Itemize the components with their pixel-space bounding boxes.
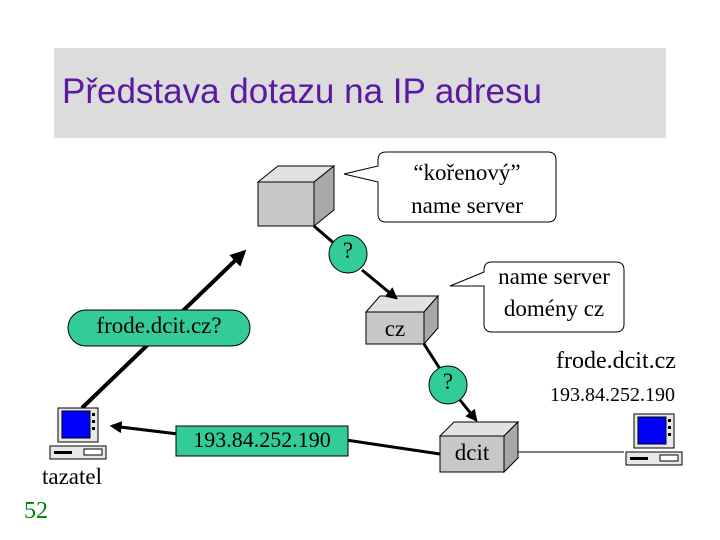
cz-server-callout: [449, 261, 625, 333]
cz-callout-line1: name server: [498, 264, 610, 289]
answer-box: [175, 425, 349, 457]
root-question-bubble: [328, 234, 368, 274]
slide-title: Představa dotazu na IP adresu: [62, 72, 542, 111]
dcit-server-box: [438, 420, 520, 474]
root-question-mark: ?: [342, 238, 354, 263]
query-bubble-text: frode.dcit.cz?: [96, 313, 222, 338]
cz-question-mark: ?: [442, 369, 454, 394]
target-host-computer-icon: [625, 413, 683, 466]
requester-label: tazatel: [42, 464, 103, 489]
answer-box-text: 193.84.252.190: [193, 427, 331, 452]
target-ip: 193.84.252.190: [550, 384, 675, 406]
cz-server-box: [364, 294, 440, 346]
root-server-box: [256, 164, 336, 228]
requester-computer-icon: [49, 407, 107, 460]
root-callout-line2: name server: [411, 193, 523, 218]
cz-to-dcit-arrow: [422, 343, 478, 422]
dcit-server-label: dcit: [454, 440, 490, 465]
root-callout-line1: “kořenový”: [413, 160, 521, 185]
title-bar: [54, 48, 666, 138]
answer-arrow: [109, 421, 441, 456]
slide-number: 52: [24, 498, 48, 524]
cz-question-bubble: [428, 365, 468, 405]
cz-callout-line2: domény cz: [503, 296, 605, 321]
cz-server-label: cz: [384, 316, 406, 341]
root-server-callout: [343, 151, 557, 223]
target-hostname: frode.dcit.cz: [556, 348, 676, 374]
query-bubble: [67, 309, 251, 347]
